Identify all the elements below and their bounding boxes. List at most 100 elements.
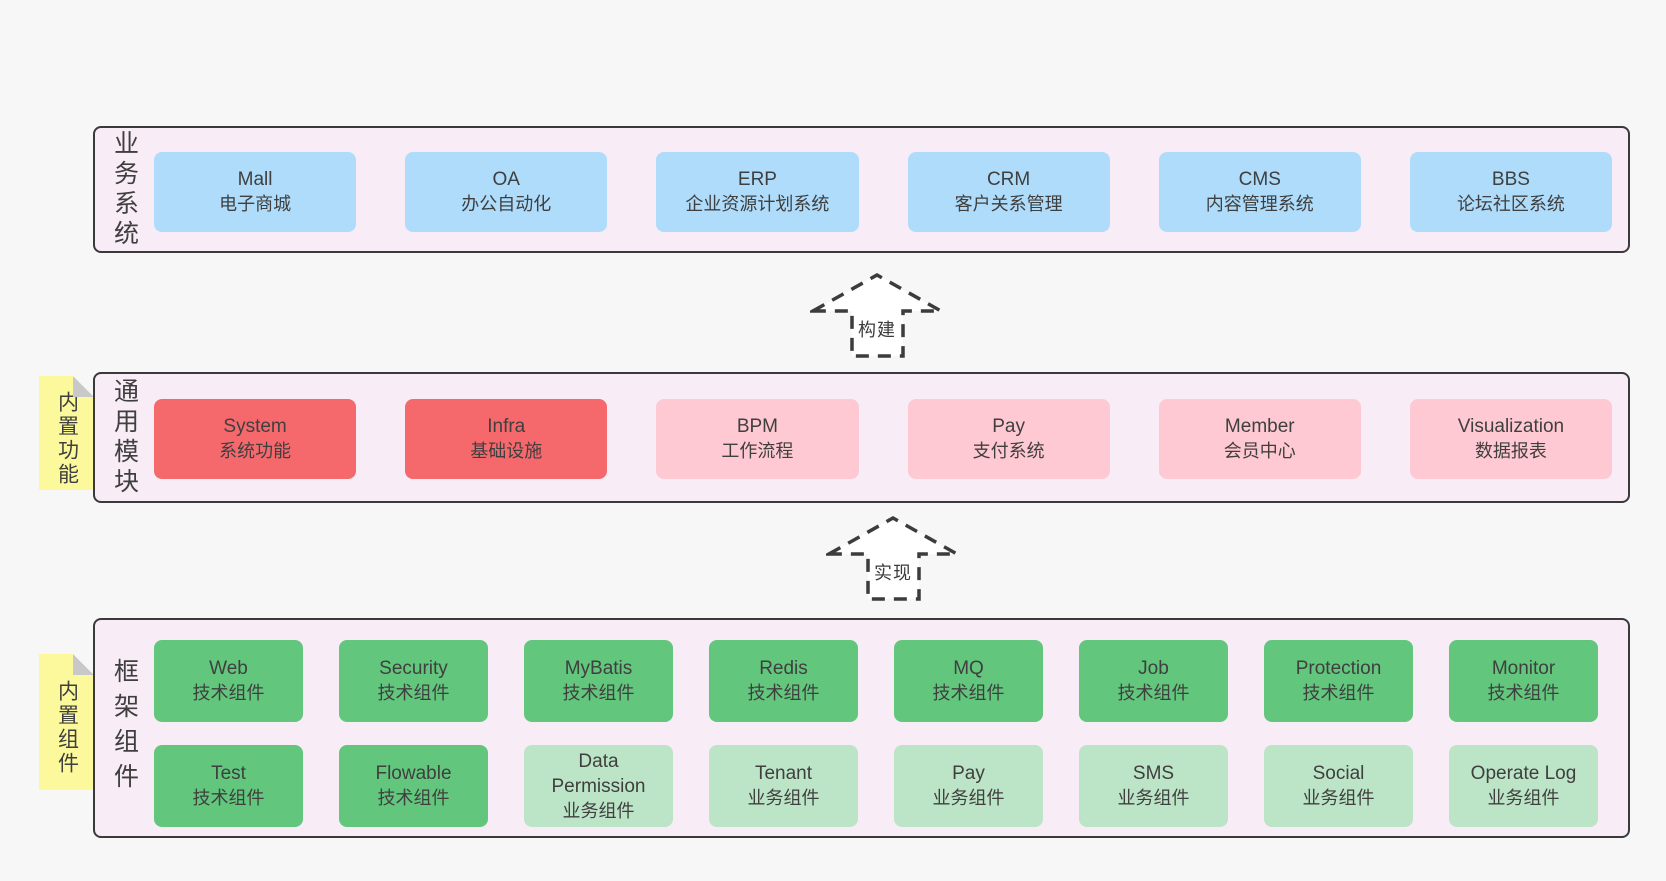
layer-label-business: 业务系统 <box>95 128 154 251</box>
modules-row: System 系统功能 Infra 基础设施 BPM 工作流程 Pay 支付系统… <box>154 399 1613 479</box>
box-title: Visualization <box>1457 416 1565 437</box>
sticky-note-built-in-features: 内置功能 <box>39 376 94 490</box>
sticky-note-built-in-components: 内置组件 <box>39 654 94 790</box>
box-subtitle: 业务组件 <box>562 800 635 821</box>
box-title: Pay <box>992 416 1025 437</box>
layer-framework-components: 框架组件 Web 技术组件 Security 技术组件 MyBatis 技术组件… <box>93 618 1630 838</box>
box-security: Security 技术组件 <box>339 640 488 722</box>
box-subtitle: 业务组件 <box>1117 788 1190 808</box>
build-arrow: 构建 <box>810 272 944 360</box>
box-subtitle: 客户关系管理 <box>954 194 1063 214</box>
box-title: MyBatis <box>564 658 633 679</box>
box-title: Mall <box>237 169 273 190</box>
box-pay-system: Pay 支付系统 <box>907 399 1110 479</box>
layer-label-components: 框架组件 <box>95 620 154 836</box>
layer-label-text: 通用模块 <box>110 377 139 498</box>
box-subtitle: 技术组件 <box>377 683 450 703</box>
box-subtitle: 基础设施 <box>470 441 543 461</box>
folded-corner-icon <box>73 376 94 397</box>
box-visualization: Visualization 数据报表 <box>1409 399 1613 479</box>
box-crm: CRM 客户关系管理 <box>907 152 1110 232</box>
box-subtitle: 技术组件 <box>932 683 1005 703</box>
box-bpm: BPM 工作流程 <box>656 399 859 479</box>
box-operate-log: Operate Log 业务组件 <box>1449 745 1598 827</box>
box-subtitle: 业务组件 <box>1487 788 1560 808</box>
box-title: Operate Log <box>1470 763 1577 784</box>
box-subtitle: 技术组件 <box>192 683 265 703</box>
box-subtitle: 支付系统 <box>972 441 1045 461</box>
box-subtitle: 技术组件 <box>377 788 450 808</box>
box-subtitle: 数据报表 <box>1474 441 1547 461</box>
implement-arrow: 实现 <box>826 515 960 603</box>
box-title: CRM <box>986 169 1031 190</box>
box-monitor: Monitor 技术组件 <box>1449 640 1598 722</box>
box-title: Monitor <box>1491 658 1556 679</box>
business-row: Mall 电子商城 OA 办公自动化 ERP 企业资源计划系统 CRM 客户关系… <box>154 152 1613 232</box>
folded-corner-icon <box>73 654 94 675</box>
box-title: System <box>223 416 287 437</box>
box-social: Social 业务组件 <box>1264 745 1413 827</box>
box-web: Web 技术组件 <box>154 640 303 722</box>
box-mq: MQ 技术组件 <box>894 640 1043 722</box>
box-title: Member <box>1224 416 1295 437</box>
box-subtitle: 论坛社区系统 <box>1456 194 1565 214</box>
box-subtitle: 业务组件 <box>1302 788 1375 808</box>
box-title: Redis <box>759 658 808 679</box>
box-redis: Redis 技术组件 <box>709 640 858 722</box>
box-title: Flowable <box>375 763 452 784</box>
box-sms: SMS 业务组件 <box>1079 745 1228 827</box>
arrow-up-shape <box>810 272 944 358</box>
box-title: BPM <box>736 416 779 437</box>
sticky-note-text: 内置组件 <box>55 680 79 776</box>
box-pay-component: Pay 业务组件 <box>894 745 1043 827</box>
box-title: Data Permission <box>551 750 646 797</box>
box-title: Security <box>379 658 448 679</box>
box-protection: Protection 技术组件 <box>1264 640 1413 722</box>
box-title: Pay <box>952 763 985 784</box>
layer-modules-content: System 系统功能 Infra 基础设施 BPM 工作流程 Pay 支付系统… <box>154 374 1628 501</box>
box-subtitle: 技术组件 <box>1117 683 1190 703</box>
layer-components-content: Web 技术组件 Security 技术组件 MyBatis 技术组件 Redi… <box>154 620 1628 836</box>
box-infra: Infra 基础设施 <box>405 399 608 479</box>
arrow-up-shape <box>826 515 960 601</box>
box-oa: OA 办公自动化 <box>405 152 608 232</box>
box-flowable: Flowable 技术组件 <box>339 745 488 827</box>
box-title: OA <box>492 169 520 190</box>
box-test: Test 技术组件 <box>154 745 303 827</box>
box-title: SMS <box>1132 763 1175 784</box>
box-subtitle: 内容管理系统 <box>1205 194 1314 214</box>
box-job: Job 技术组件 <box>1079 640 1228 722</box>
box-member: Member 会员中心 <box>1158 399 1361 479</box>
layer-business-content: Mall 电子商城 OA 办公自动化 ERP 企业资源计划系统 CRM 客户关系… <box>154 128 1628 251</box>
box-title: CMS <box>1238 169 1281 190</box>
layer-label-text: 业务系统 <box>110 129 139 250</box>
box-mall: Mall 电子商城 <box>154 152 357 232</box>
box-title: ERP <box>737 169 777 190</box>
box-subtitle: 电子商城 <box>219 194 292 214</box>
box-subtitle: 技术组件 <box>192 788 265 808</box>
box-title: BBS <box>1491 169 1530 190</box>
components-row-1: Web 技术组件 Security 技术组件 MyBatis 技术组件 Redi… <box>154 640 1598 722</box>
box-bbs: BBS 论坛社区系统 <box>1409 152 1613 232</box>
box-system: System 系统功能 <box>154 399 357 479</box>
build-arrow-label: 构建 <box>856 316 898 342</box>
box-subtitle: 技术组件 <box>1487 683 1560 703</box>
box-subtitle: 会员中心 <box>1223 441 1296 461</box>
box-subtitle: 办公自动化 <box>461 194 552 214</box>
box-subtitle: 工作流程 <box>721 441 794 461</box>
box-title: Protection <box>1295 658 1382 679</box>
box-subtitle: 技术组件 <box>747 683 820 703</box>
box-subtitle: 技术组件 <box>1302 683 1375 703</box>
box-cms: CMS 内容管理系统 <box>1158 152 1361 232</box>
layer-common-modules: 通用模块 System 系统功能 Infra 基础设施 BPM 工作流程 Pay… <box>93 372 1630 503</box>
box-title: Test <box>211 763 246 784</box>
box-subtitle: 技术组件 <box>562 683 635 703</box>
box-subtitle: 企业资源计划系统 <box>685 194 830 214</box>
box-mybatis: MyBatis 技术组件 <box>524 640 673 722</box>
box-title: MQ <box>953 658 984 679</box>
box-title: Tenant <box>754 763 813 784</box>
box-subtitle: 业务组件 <box>747 788 820 808</box>
implement-arrow-label: 实现 <box>872 559 914 585</box>
box-title: Web <box>209 658 248 679</box>
box-title: Job <box>1138 658 1169 679</box>
